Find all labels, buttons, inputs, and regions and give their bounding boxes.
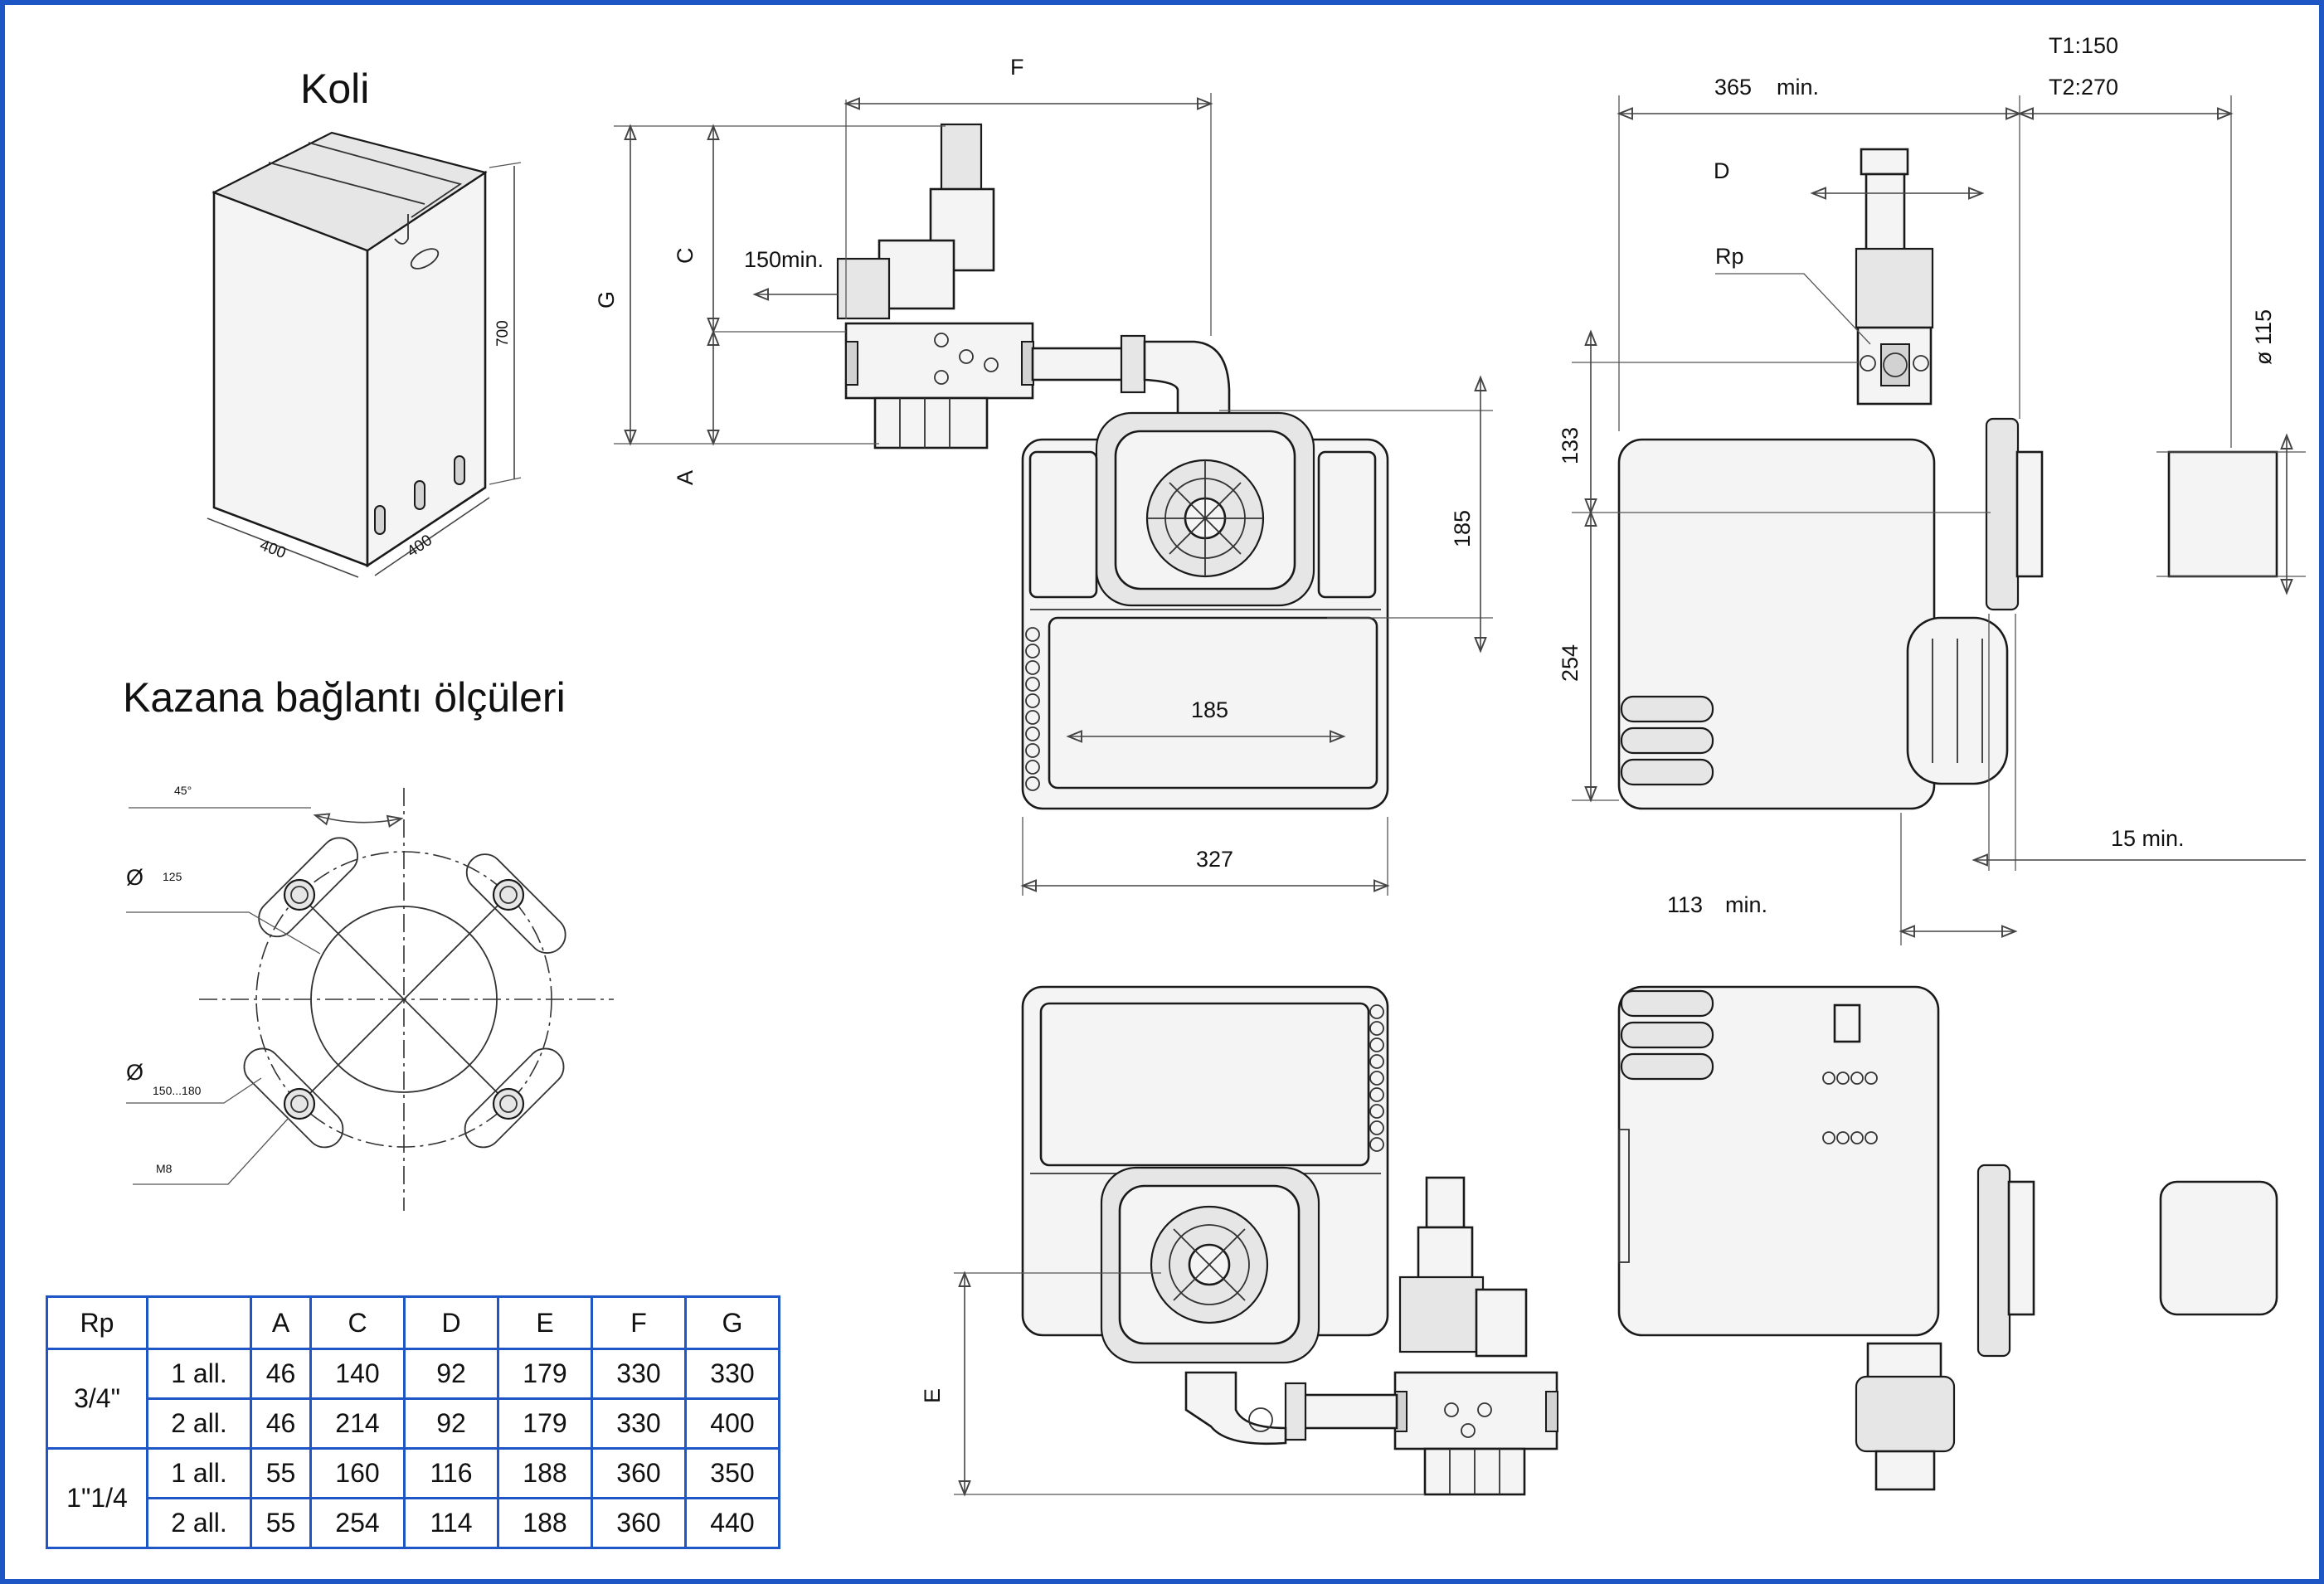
dimension-table: Rp A C D E F G 3/4" 1 all. 46 140 92 179… (46, 1295, 780, 1549)
value-cell: 254 (309, 1497, 406, 1549)
stage-cell: 1 all. (146, 1348, 252, 1400)
table-row: 2 all. 46 214 92 179 330 400 (47, 1397, 780, 1450)
value-cell: 46 (250, 1348, 312, 1400)
dim-dia115: ø 115 (2251, 309, 2276, 365)
value-cell: 360 (591, 1447, 687, 1499)
dia-outer-symbol: Ø (126, 1060, 143, 1085)
rp-cell: 1"1/4 (46, 1447, 148, 1549)
table-row: 2 all. 55 254 114 188 360 440 (47, 1497, 780, 1549)
bolt-hole (492, 1087, 525, 1120)
burner-top-view: F G C A 150min. 185 185 327 (594, 55, 1493, 896)
package-title: Koli (300, 66, 369, 112)
burner-rear-view (1617, 985, 2278, 1491)
dim-E: E (920, 1388, 945, 1403)
bolt-hole (283, 878, 316, 911)
bolt-hole (492, 878, 525, 911)
terminal-strip (1822, 1071, 1878, 1144)
label-T2: T2:270 (2049, 75, 2118, 100)
gas-valve-body (844, 322, 1034, 400)
dim-365-min: min. (1777, 75, 1819, 100)
value-cell: 330 (591, 1348, 687, 1400)
dim-113-min: min. (1725, 892, 1767, 917)
value-cell: 179 (497, 1348, 593, 1400)
dim-G: G (594, 291, 619, 309)
table-header-row: Rp A C D E F G (46, 1295, 780, 1350)
terminal-strip (1025, 627, 1040, 791)
blast-tube (2167, 450, 2278, 578)
dim-C: C (673, 248, 698, 265)
value-cell: 92 (403, 1397, 499, 1450)
stage-cell: 1 all. (146, 1447, 252, 1499)
handle-hole (374, 505, 386, 535)
value-cell: 400 (684, 1397, 780, 1450)
dia-inner-symbol: Ø (126, 865, 143, 890)
value-cell: 140 (309, 1348, 406, 1400)
header-cell: G (684, 1295, 780, 1350)
value-cell: 350 (684, 1447, 780, 1499)
dim-A: A (673, 470, 698, 485)
gas-valve-coil (940, 123, 983, 194)
table-row: 3/4" 1 all. 46 140 92 179 330 330 (46, 1348, 780, 1450)
value-cell: 330 (591, 1397, 687, 1450)
package-box: Koli 700 400 400 (207, 66, 522, 578)
dim-15min: 15 min. (2111, 826, 2185, 851)
stage-cell: 2 all. (146, 1397, 252, 1450)
dim-365: 365 (1714, 75, 1752, 100)
header-cell: F (591, 1295, 687, 1350)
bolt-label: M8 (156, 1162, 173, 1175)
package-width: 400 (257, 537, 288, 562)
value-cell: 330 (684, 1348, 780, 1400)
terminal-strip (1369, 1004, 1384, 1152)
dim-254: 254 (1558, 644, 1583, 682)
dim-113: 113 (1667, 892, 1703, 917)
dia-outer-value: 150...180 (153, 1084, 202, 1097)
dim-185-vertical: 185 (1450, 510, 1475, 547)
value-cell: 92 (403, 1348, 499, 1400)
dim-150min: 150min. (744, 247, 824, 272)
dim-185-horizontal: 185 (1191, 697, 1228, 722)
header-cell: E (497, 1295, 593, 1350)
header-cell: C (309, 1295, 406, 1350)
value-cell: 160 (309, 1447, 406, 1499)
value-cell: 179 (497, 1397, 593, 1450)
value-cell: 46 (250, 1397, 312, 1450)
stage-cell: 2 all. (146, 1497, 252, 1549)
header-cell (146, 1295, 252, 1350)
bolt-hole (283, 1087, 316, 1120)
handle-hole (454, 455, 465, 485)
dim-327: 327 (1196, 847, 1233, 872)
angle-label: 45° (174, 784, 192, 797)
package-height: 700 (494, 320, 512, 347)
value-cell: 188 (497, 1497, 593, 1549)
header-cell: D (403, 1295, 499, 1350)
value-cell: 116 (403, 1447, 499, 1499)
label-Rp: Rp (1715, 244, 1744, 269)
value-cell: 55 (250, 1497, 312, 1549)
label-T1: T1:150 (2049, 33, 2118, 58)
value-cell: 114 (403, 1497, 499, 1549)
value-cell: 188 (497, 1447, 593, 1499)
handle-hole (414, 480, 425, 510)
header-cell: A (250, 1295, 312, 1350)
rp-cell: 3/4" (46, 1348, 148, 1450)
value-cell: 360 (591, 1497, 687, 1549)
dia-inner-value: 125 (163, 870, 182, 883)
value-cell: 440 (684, 1497, 780, 1549)
mounting-flange (1985, 417, 2020, 611)
burner-side-view: 365 min. T1:150 T2:270 D Rp 133 254 ø 11… (1558, 33, 2306, 945)
dim-D: D (1714, 158, 1730, 183)
connection-title: Kazana bağlantı ölçüleri (123, 674, 566, 721)
value-cell: 55 (250, 1447, 312, 1499)
gas-pipe (1031, 347, 1126, 381)
burner-bottom-view: E (920, 985, 1558, 1497)
table-row: 1"1/4 1 all. 55 160 116 188 360 350 (46, 1447, 780, 1549)
value-cell: 214 (309, 1397, 406, 1450)
dim-133: 133 (1558, 427, 1583, 464)
dim-F: F (1010, 55, 1024, 80)
boiler-flange-diagram: Kazana bağlantı ölçüleri 45° Ø 125 (123, 674, 614, 1211)
header-cell: Rp (46, 1295, 148, 1350)
